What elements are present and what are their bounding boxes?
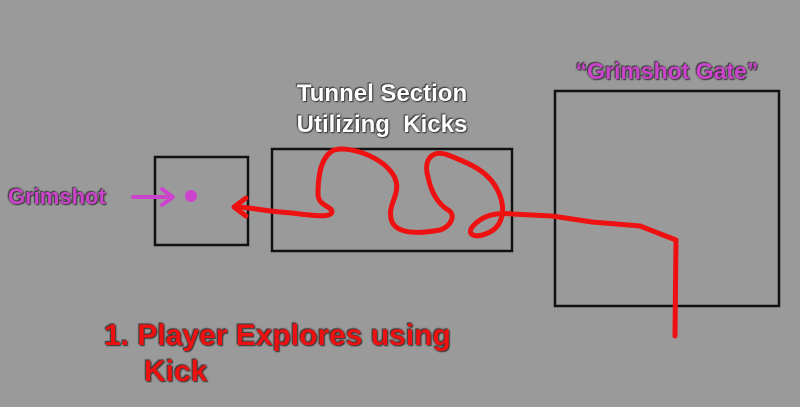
step-caption-line-1: 1. Player Explores using (104, 319, 451, 352)
grimshot-label: Grimshot (8, 184, 106, 209)
grimshot-gate-box (553, 89, 781, 308)
step-caption: 1. Player Explores using Kick (104, 318, 451, 390)
grimshot-arrow-icon (131, 187, 175, 207)
grimshot-gate-title: “Grimshot Gate” (575, 58, 759, 84)
player-path (235, 146, 679, 339)
player-path-arrowhead-icon (231, 195, 249, 219)
grimshot-dot (185, 190, 197, 202)
step-caption-line-2: Kick (144, 355, 208, 388)
tunnel-section-box (270, 147, 514, 253)
tunnel-title-line-1: Tunnel Section (296, 80, 468, 107)
tunnel-title-line-2: Utilizing Kicks (296, 111, 468, 138)
tunnel-section-title: Tunnel Section Utilizing Kicks (272, 78, 492, 140)
grimshot-room-box (153, 155, 250, 247)
